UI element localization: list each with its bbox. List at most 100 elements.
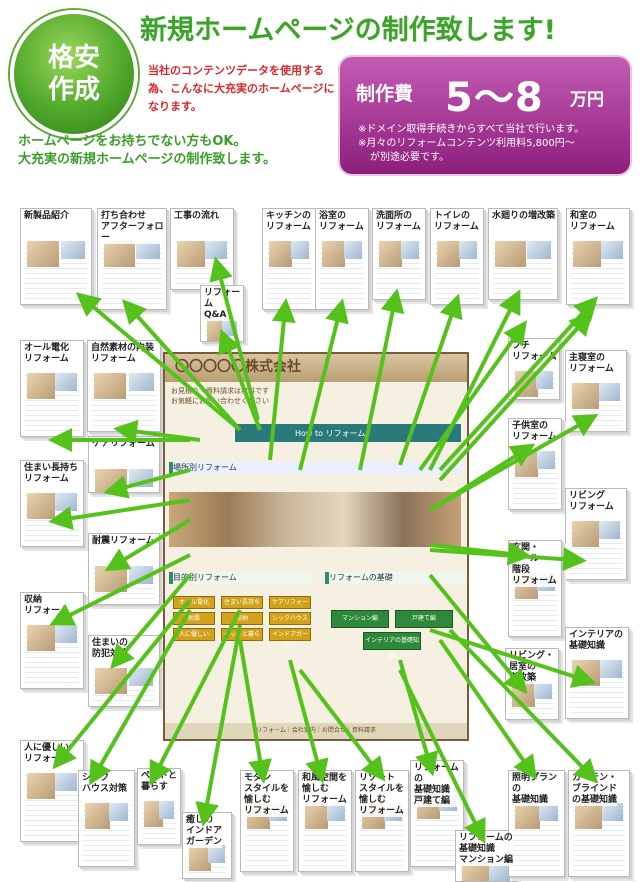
thumbnail-photo (95, 566, 127, 592)
mockup-btn-pet[interactable]: ペットと暮らす (221, 628, 263, 649)
thumbnail-photo (95, 668, 127, 694)
mockup-btn-kind[interactable]: 人に優しい (173, 628, 215, 641)
thumbnail-label: 洗面所の リフォーム (376, 211, 421, 233)
sub-line-2: 大充実の新規ホームページの制作致します。 (18, 152, 277, 167)
thumbnail-label: リフォームの 基礎知識 戸建て編 (414, 763, 463, 807)
thumbnail-photo-small (128, 469, 153, 487)
thumbnail-t2[interactable]: 打ち合わせ アフターフォロー (97, 208, 167, 310)
mockup-basic-interior[interactable]: インテリアの基礎知識 (363, 632, 421, 660)
mockup-btn-garden[interactable]: インドアガーデン (269, 628, 311, 649)
price-range: 5～8 (445, 75, 544, 121)
thumbnail-photo (85, 803, 110, 829)
thumbnail-t30[interactable]: 和風空間を 愉しむ リフォーム (298, 770, 352, 872)
thumbnail-t15[interactable]: ケアリフォーム (88, 436, 160, 493)
mockup-section-place: 場所別リフォーム (169, 462, 463, 474)
thumbnail-t17[interactable]: 子供室の リフォーム (508, 418, 562, 510)
price-label: 制作費 (356, 83, 414, 105)
mockup-subtext: お見積り・資料請求は無料です お気軽にお問い合わせください (171, 386, 269, 406)
thumbnail-photo (269, 241, 293, 267)
thumbnail-t16[interactable]: 住まい長持ち リフォーム (20, 460, 84, 547)
thumbnail-t24[interactable]: リビング・ 居室の 増改築 (505, 648, 559, 720)
thumbnail-t26[interactable]: シック ハウス対策 (78, 770, 135, 867)
thumbnail-t14[interactable]: 主寝室の リフォーム (565, 350, 627, 432)
thumbnail-photo (322, 241, 346, 267)
thumbnail-t7[interactable]: 洗面所の リフォーム (372, 208, 426, 300)
thumbnail-photo (379, 241, 403, 267)
thumbnail-label: ケアリフォーム (92, 439, 155, 450)
thumbnail-photo-small (128, 668, 153, 686)
thumbnail-t22[interactable]: インテリアの 基礎知識 (565, 627, 629, 719)
thumbnail-photo-small (527, 241, 551, 259)
thumbnail-t34[interactable]: 照明プランの 基礎知識 (508, 770, 565, 877)
thumbnail-photo (177, 241, 205, 267)
thumbnail-label: 耐震リフォーム (92, 536, 155, 547)
thumbnail-label: オール電化 リフォーム (24, 343, 70, 365)
thumbnail-t1[interactable]: 新製品紹介 (20, 208, 92, 305)
thumbnail-label: リビング リフォーム (569, 491, 614, 513)
page-title: 新規ホームページの制作致します! (140, 15, 556, 46)
mockup-section-basic: リフォームの基礎 (325, 572, 465, 584)
thumbnail-photo-small (458, 241, 477, 259)
mockup-btn-long-life[interactable]: 住まい長持ち (221, 596, 263, 609)
thumbnail-t21[interactable]: 収納 リフォーム (20, 592, 84, 689)
thumbnail-t6[interactable]: 浴室の リフォーム (315, 208, 369, 310)
price-unit: 万円 (570, 90, 604, 110)
thumbnail-photo (27, 773, 55, 799)
mockup-btn-storage[interactable]: 収納 (221, 612, 263, 625)
thumbnail-photo (305, 803, 329, 829)
thumbnail-t29[interactable]: モダン スタイルを 愉しむ リフォーム (240, 770, 294, 872)
thumbnail-t27[interactable]: ペットと 暮らす (137, 768, 181, 845)
thumbnail-photo-small (55, 493, 77, 511)
thumbnail-t4[interactable]: リフォーム Q&A (200, 285, 244, 342)
thumbnail-photo-small (400, 241, 419, 259)
mockup-basic-house[interactable]: 戸建て編 (395, 610, 453, 628)
thumbnail-t3[interactable]: 工事の流れ (170, 208, 234, 290)
thumbnail-label: リゾート スタイルを 愉しむ リフォーム (359, 773, 405, 817)
thumbnail-t20[interactable]: 玄関・ ホール・ 階段 リフォーム (508, 540, 562, 637)
thumbnail-photo (437, 241, 461, 267)
thumbnail-t5[interactable]: キッチンの リフォーム (262, 208, 316, 310)
mockup-btn-care[interactable]: ケアリフォーム (269, 596, 311, 617)
mockup-basic-mansion[interactable]: マンション編 (331, 610, 389, 628)
thumbnail-label: 新製品紹介 (24, 211, 70, 222)
sub-description: ホームページをお持ちでない方もOK。 大充実の新規ホームページの制作致します。 (18, 133, 348, 169)
thumbnail-label: 工事の流れ (174, 211, 220, 222)
thumbnail-label: インテリアの 基礎知識 (569, 630, 624, 652)
thumbnail-photo-small (55, 625, 77, 643)
thumbnail-t31[interactable]: リゾート スタイルを 愉しむ リフォーム (355, 770, 409, 872)
thumbnail-t19[interactable]: 耐震リフォーム (88, 533, 160, 605)
thumbnail-t35[interactable]: カーテン・ ブラインド の基礎知識 (568, 770, 630, 877)
thumbnail-photo-small (136, 241, 160, 259)
thumbnail-t10[interactable]: 和室の リフォーム (566, 208, 630, 305)
thumbnail-t23[interactable]: 住まいの 防犯対策 (88, 635, 160, 707)
thumbnail-photo-small (599, 383, 620, 401)
thumbnail-photo (573, 241, 601, 267)
thumbnail-label: リフォーム Q&A (204, 288, 243, 321)
center-website-mockup[interactable]: 〇〇〇〇〇株式会社 お見積り・資料請求は無料です お気軽にお問い合わせください … (163, 352, 469, 741)
thumbnail-photo-small (128, 373, 154, 391)
thumbnail-photo-small (205, 241, 227, 259)
mockup-btn-all-electric[interactable]: オール電化 (173, 596, 215, 609)
mockup-header: 〇〇〇〇〇株式会社 (165, 354, 467, 382)
thumbnail-photo-small (601, 241, 623, 259)
thumbnail-t11[interactable]: オール電化 リフォーム (20, 340, 84, 437)
thumbnail-photo (462, 863, 489, 881)
thumbnail-t28[interactable]: 癒しの インドア ガーデン (182, 812, 232, 879)
thumbnail-t18[interactable]: リビング リフォーム (565, 488, 627, 580)
mockup-place-photos[interactable] (169, 492, 461, 547)
mockup-howto-banner[interactable]: How to リフォーム (235, 424, 461, 442)
thumbnail-photo-small (55, 773, 77, 791)
mockup-btn-quake[interactable]: 耐震 (173, 612, 215, 625)
thumbnail-label: 収納 リフォーム (24, 595, 69, 617)
thumbnail-t13[interactable]: プチ リフォーム (508, 338, 560, 400)
mockup-footer[interactable]: リフォーム｜会社案内｜お問合せ｜資料請求 (165, 723, 467, 739)
thumbnail-t12[interactable]: 自然素材の内装 リフォーム (87, 340, 161, 432)
thumbnail-t8[interactable]: トイレの リフォーム (430, 208, 484, 305)
sub-line-1: ホームページをお持ちでない方もOK。 (18, 134, 247, 149)
thumbnail-label: 自然素材の内装 リフォーム (91, 343, 155, 365)
thumbnail-t25[interactable]: 人に優しい リフォーム (20, 740, 84, 842)
thumbnail-photo (104, 241, 135, 267)
thumbnail-label: 玄関・ ホール・ 階段 リフォーム (512, 543, 557, 587)
thumbnail-t9[interactable]: 水廻りの増改築 (488, 208, 558, 300)
